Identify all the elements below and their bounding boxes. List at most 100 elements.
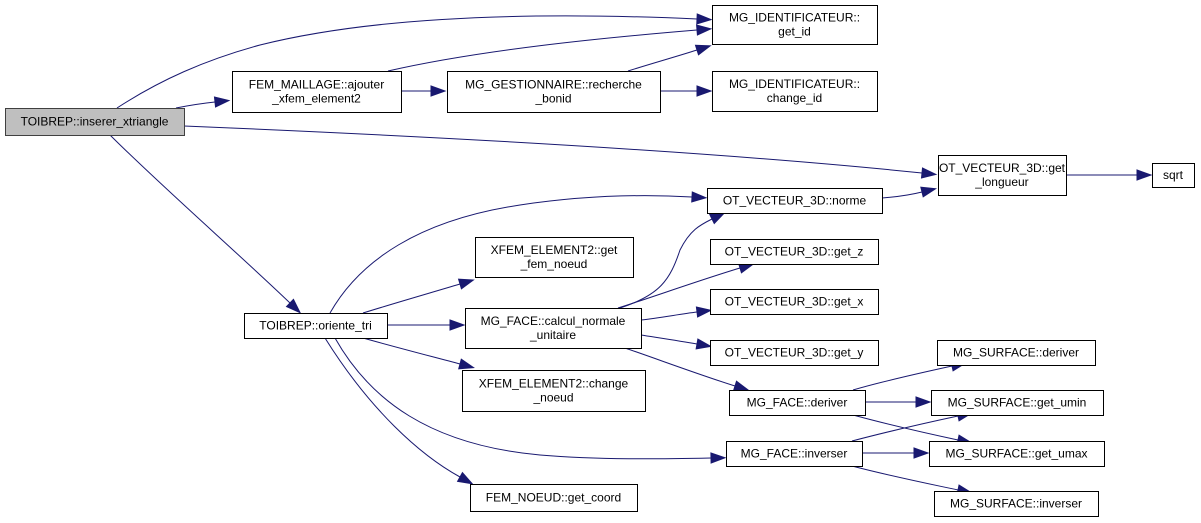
node-label: OT_VECTEUR_3D::get_y bbox=[725, 346, 864, 360]
edge-oriente-to-norme bbox=[329, 191, 708, 314]
edge-ajouter-to-get_id bbox=[387, 24, 713, 72]
node-change-id[interactable]: MG_IDENTIFICATEUR::change_id bbox=[712, 71, 878, 112]
edge-calcul-to-norme bbox=[619, 212, 726, 309]
node-get-y[interactable]: OT_VECTEUR_3D::get_y bbox=[710, 340, 879, 366]
node-box bbox=[707, 188, 883, 214]
node-box bbox=[929, 441, 1105, 467]
arrowhead-icon bbox=[457, 278, 475, 290]
node-label: MG_SURFACE::get_umin bbox=[948, 396, 1087, 410]
arrowhead-icon bbox=[732, 380, 750, 392]
node-inserer: TOIBREP::inserer_xtriangle bbox=[5, 108, 185, 136]
nodes-layer: TOIBREP::inserer_xtriangle FEM_MAILLAGE::… bbox=[5, 5, 1195, 517]
node-recherche[interactable]: MG_GESTIONNAIRE::recherche_bonid bbox=[447, 71, 661, 113]
edge-oriente-to-face_inverser bbox=[334, 337, 727, 464]
node-change-noeud[interactable]: XFEM_ELEMENT2::change_noeud bbox=[462, 370, 646, 412]
node-label: MG_IDENTIFICATEUR:: bbox=[729, 77, 860, 91]
edge-face_deriver-to-get_umax bbox=[852, 414, 974, 446]
node-surf-inverser[interactable]: MG_SURFACE::inverser bbox=[934, 491, 1099, 517]
edge-line bbox=[362, 337, 461, 365]
edge-line bbox=[175, 101, 216, 109]
edge-oriente-to-get_fem_noeud bbox=[362, 278, 475, 314]
node-box bbox=[934, 491, 1099, 517]
node-label: MG_GESTIONNAIRE::recherche bbox=[465, 78, 642, 92]
edge-line bbox=[851, 415, 959, 442]
arrowhead-icon bbox=[710, 452, 727, 464]
arrowhead-icon bbox=[456, 471, 474, 485]
arrowhead-icon bbox=[695, 306, 713, 318]
edge-inserer-to-ajouter bbox=[175, 96, 231, 109]
node-box bbox=[1152, 163, 1195, 188]
node-label: OT_VECTEUR_3D::get_x bbox=[725, 295, 864, 309]
node-get-coord[interactable]: FEM_NOEUD::get_coord bbox=[470, 484, 638, 512]
edge-line bbox=[640, 334, 698, 345]
node-box bbox=[937, 340, 1096, 366]
node-label: _xfem_element2 bbox=[271, 92, 361, 106]
edge-get_longueur-to-sqrt bbox=[1066, 169, 1153, 181]
arrowhead-icon bbox=[696, 85, 713, 97]
node-label: _fem_noeud bbox=[520, 257, 588, 271]
edge-line bbox=[624, 347, 736, 387]
arrowhead-icon bbox=[696, 24, 713, 36]
node-norme[interactable]: OT_VECTEUR_3D::norme bbox=[707, 188, 883, 214]
node-label: MG_SURFACE::inverser bbox=[950, 497, 1082, 511]
node-get-umin[interactable]: MG_SURFACE::get_umin bbox=[931, 390, 1104, 416]
edge-line bbox=[851, 465, 959, 491]
node-face-deriver[interactable]: MG_FACE::deriver bbox=[729, 390, 866, 416]
arrowhead-icon bbox=[691, 191, 708, 203]
arrowhead-icon bbox=[708, 212, 726, 225]
node-box bbox=[462, 370, 646, 412]
edge-face_inverser-to-surf_inverser bbox=[851, 465, 974, 496]
node-box bbox=[447, 71, 661, 113]
node-label: MG_FACE::calcul_normale bbox=[481, 314, 626, 328]
node-get-x[interactable]: OT_VECTEUR_3D::get_x bbox=[710, 289, 879, 315]
node-label: _bonid bbox=[534, 92, 571, 106]
node-box bbox=[931, 390, 1104, 416]
node-box bbox=[710, 239, 879, 265]
node-calcul[interactable]: MG_FACE::calcul_normale_unitaire bbox=[465, 308, 642, 349]
edge-calcul-to-get_x bbox=[640, 306, 713, 321]
edge-line bbox=[329, 195, 693, 314]
edge-line bbox=[852, 365, 953, 391]
node-label: MG_SURFACE::deriver bbox=[953, 346, 1079, 360]
edge-line bbox=[362, 283, 461, 314]
node-sqrt[interactable]: sqrt bbox=[1152, 163, 1195, 188]
node-box bbox=[938, 155, 1067, 196]
arrowhead-icon bbox=[1136, 169, 1153, 181]
node-get-umax[interactable]: MG_SURFACE::get_umax bbox=[929, 441, 1105, 467]
edge-inserer-to-get_id bbox=[116, 13, 713, 109]
node-label: FEM_MAILLAGE::ajouter bbox=[249, 78, 384, 92]
edge-line bbox=[183, 125, 923, 174]
node-label: FEM_NOEUD::get_coord bbox=[486, 491, 621, 505]
node-label: OT_VECTEUR_3D::get bbox=[939, 161, 1066, 175]
node-label: XFEM_ELEMENT2::get bbox=[491, 243, 618, 257]
node-surf-deriver[interactable]: MG_SURFACE::deriver bbox=[937, 340, 1096, 366]
edge-line bbox=[640, 311, 698, 321]
arrowhead-icon bbox=[915, 396, 932, 408]
node-label: MG_SURFACE::get_umax bbox=[945, 447, 1087, 461]
edge-recherche-to-get_id bbox=[627, 44, 712, 72]
node-get-id[interactable]: MG_IDENTIFICATEUR::get_id bbox=[712, 5, 878, 45]
edge-ajouter-to-recherche bbox=[401, 85, 447, 97]
edge-line bbox=[387, 29, 698, 72]
arrowhead-icon bbox=[458, 358, 475, 370]
arrowhead-icon bbox=[449, 319, 466, 331]
node-box bbox=[710, 340, 879, 366]
node-get-fem-noeud[interactable]: XFEM_ELEMENT2::get_fem_noeud bbox=[475, 237, 634, 278]
arrowhead-icon bbox=[696, 13, 713, 25]
node-get-longueur[interactable]: OT_VECTEUR_3D::get_longueur bbox=[938, 155, 1067, 196]
node-label: sqrt bbox=[1163, 168, 1184, 182]
arrowhead-icon bbox=[920, 186, 938, 198]
edge-oriente-to-get_coord bbox=[324, 337, 474, 485]
node-get-z[interactable]: OT_VECTEUR_3D::get_z bbox=[710, 239, 879, 265]
node-ajouter[interactable]: FEM_MAILLAGE::ajouter_xfem_element2 bbox=[232, 71, 402, 113]
edge-line bbox=[852, 414, 959, 441]
node-box bbox=[712, 5, 878, 45]
node-label: XFEM_ELEMENT2::change bbox=[479, 377, 629, 391]
node-label: OT_VECTEUR_3D::get_z bbox=[725, 245, 864, 259]
edge-line bbox=[324, 337, 461, 478]
node-oriente[interactable]: TOIBREP::oriente_tri bbox=[244, 313, 388, 339]
node-face-inverser[interactable]: MG_FACE::inverser bbox=[726, 441, 863, 467]
node-box bbox=[729, 390, 866, 416]
arrowhead-icon bbox=[920, 167, 938, 179]
node-label: MG_FACE::inverser bbox=[741, 447, 848, 461]
